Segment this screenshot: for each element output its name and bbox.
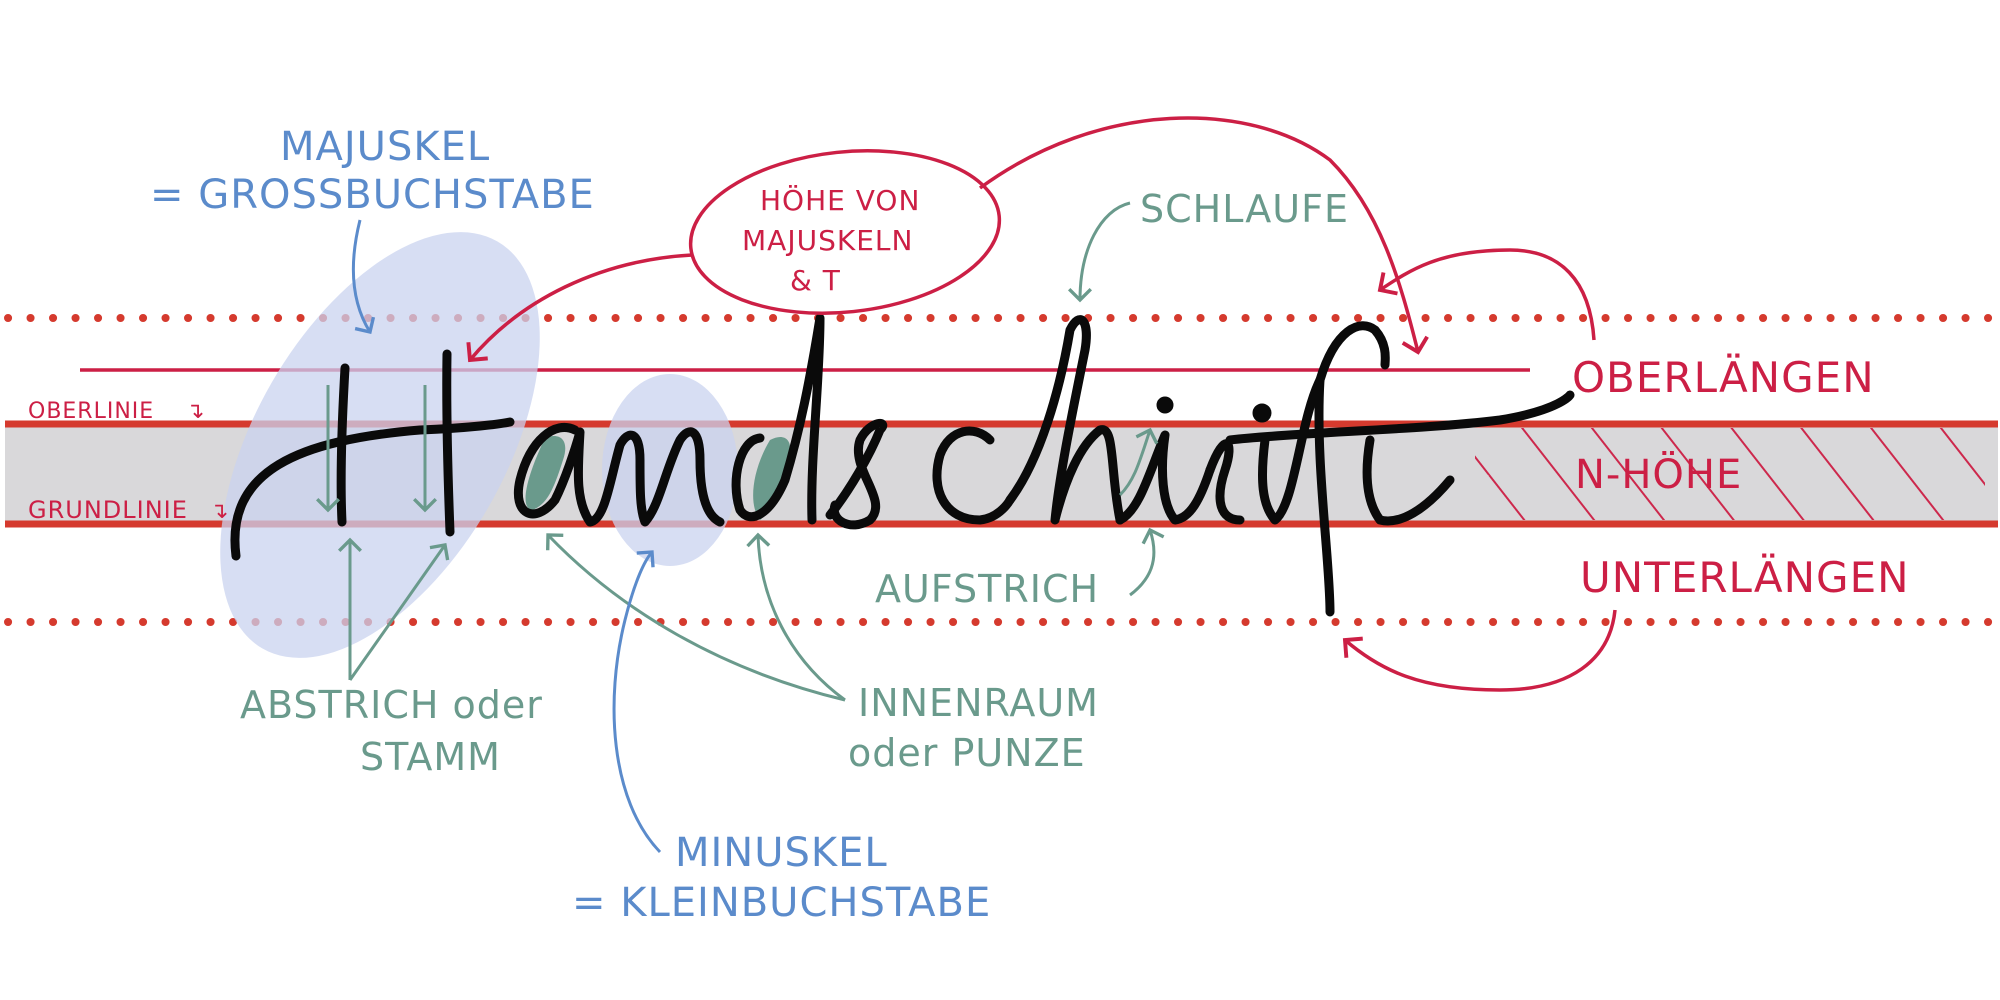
minuskel-arrow <box>612 550 662 854</box>
schlaufe-arrow <box>1068 201 1131 303</box>
unterlaengen-label: UNTERLÄNGEN <box>1580 552 1910 602</box>
counter-d <box>753 436 791 520</box>
n-hoehe-label: N-HÖHE <box>1575 450 1742 498</box>
counter-a <box>525 436 566 510</box>
abstrich-label-1: ABSTRICH oder <box>240 683 543 727</box>
majuskel-arrow <box>352 219 376 335</box>
innenraum-label-2: oder PUNZE <box>848 731 1086 775</box>
kleinbuchstabe-label: = KLEINBUCHSTABE <box>572 880 991 926</box>
grundlinie-label: GRUNDLINIE <box>28 496 188 524</box>
oberlaengen-arrow <box>1377 248 1596 341</box>
abstrich-label-2: STAMM <box>360 735 501 779</box>
abstrich-arrow-2 <box>348 543 450 681</box>
innenraum-label-1: INNENRAUM <box>858 681 1099 725</box>
aufstrich-arrow-inner <box>1118 427 1159 497</box>
handschrift-word <box>230 313 1575 617</box>
majuskel-label: MAJUSKEL <box>280 124 490 170</box>
aufstrich-arrow <box>1129 527 1165 597</box>
majuskel-highlight <box>220 232 540 658</box>
hoehe-label-ellipse <box>688 149 1002 315</box>
unterlaengen-arrow <box>1342 609 1617 692</box>
hoehe-label-3: & T <box>790 264 841 297</box>
oberlaengen-label: OBERLÄNGEN <box>1572 352 1875 402</box>
oberlinie-arrow-icon: ↴ <box>186 399 205 424</box>
grossbuchstabe-label: = GROSSBUCHSTABE <box>150 172 595 218</box>
minuskel-label: MINUSKEL <box>675 830 888 876</box>
hoehe-label-2: MAJUSKELN <box>742 224 913 257</box>
grundlinie-arrow-icon: ↴ <box>210 499 229 524</box>
hoehe-label-1: HÖHE VON <box>760 183 920 217</box>
schlaufe-label: SCHLAUFE <box>1140 187 1349 231</box>
innenraum-arrow-1 <box>546 533 846 702</box>
innenraum-arrow-2 <box>746 532 846 702</box>
hatched-area <box>1475 428 1985 520</box>
aufstrich-label: AUFSTRICH <box>875 567 1099 611</box>
oberlinie-label: OBERLINIE <box>28 399 154 424</box>
hoehe-arrow-left <box>466 253 693 363</box>
